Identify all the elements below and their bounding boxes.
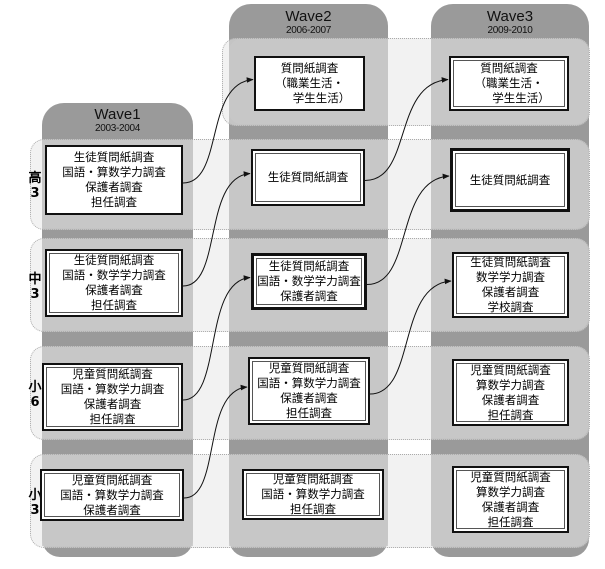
box-line: 保護者調査 [83, 397, 142, 411]
wave3-label: Wave3 [486, 8, 534, 25]
box-line: （職業生活・ [474, 76, 544, 90]
wave3-years: 2009-2010 [487, 25, 533, 36]
box-line: 学校調査 [487, 300, 534, 314]
box-line: 児童質問紙調査 [470, 469, 551, 484]
survey-box-wave1-middle3: 生徒質問紙調査 国語・数学学力調査 保護者調査 担任調査 [45, 249, 183, 317]
box-line: 国語・数学学力調査 [62, 268, 166, 282]
box-line: 保護者調査 [481, 285, 540, 299]
box-line: 児童質問紙調査 [72, 367, 153, 381]
grade-label-elem3: 小3 [28, 488, 42, 518]
box-line: 保護者調査 [280, 391, 338, 405]
box-line: 学生生活） [292, 91, 351, 105]
wave2-years: 2006-2007 [285, 25, 332, 36]
box-line: 児童質問紙調査 [71, 472, 153, 487]
box-line: 生徒質問紙調査 [268, 259, 350, 273]
survey-box-wave3-elem3: 児童質問紙調査 算数学力調査 保護者調査 担任調査 [452, 466, 569, 533]
box-line: 保護者調査 [280, 289, 338, 303]
survey-box-wave2-high3: 生徒質問紙調査 [251, 149, 365, 206]
box-line: 国語・算数学力調査 [62, 165, 166, 179]
survey-box-wave3-middle3: 生徒質問紙調査 数学学力調査 保護者調査 学校調査 [452, 252, 569, 318]
wave2-header: Wave2 2006-2007 [229, 8, 388, 37]
box-line: 学生生活） [492, 91, 550, 105]
survey-box-wave1-high3: 生徒質問紙調査 国語・算数学力調査 保護者調査 担任調査 [45, 145, 183, 215]
box-line: 児童質問紙調査 [268, 361, 350, 375]
box-line: 担任調査 [91, 195, 137, 209]
box-line: 保護者調査 [481, 499, 540, 514]
box-line: 算数学力調査 [476, 484, 545, 499]
survey-box-wave3-post: 質問紙調査 （職業生活・ 学生生活） [449, 56, 569, 111]
box-line: 質問紙調査 [480, 61, 538, 75]
survey-box-wave2-post: 質問紙調査 （職業生活・ 学生生活） [254, 56, 365, 111]
wave2-label: Wave2 [285, 8, 332, 25]
survey-box-wave3-elem6: 児童質問紙調査 算数学力調査 保護者調査 担任調査 [452, 359, 569, 426]
box-line: 生徒質問紙調査 [469, 172, 551, 187]
wave1-header: Wave1 2003-2004 [42, 106, 193, 135]
box-line: 国語・算数学力調査 [60, 382, 165, 396]
box-line: 数学学力調査 [476, 270, 545, 284]
box-line: 児童質問紙調査 [272, 472, 354, 486]
wave3-header: Wave3 2009-2010 [431, 8, 589, 37]
box-line: 児童質問紙調査 [470, 362, 551, 377]
box-line: 担任調査 [286, 406, 332, 420]
box-line: 保護者調査 [85, 180, 143, 194]
grade-label-middle3: 中3 [28, 272, 42, 302]
box-line: （職業生活・ [275, 76, 344, 90]
survey-box-wave2-middle3: 生徒質問紙調査 国語・数学学力調査 保護者調査 [251, 253, 367, 310]
survey-box-wave2-elem3: 児童質問紙調査 国語・算数学力調査 担任調査 [242, 469, 384, 520]
box-line: 保護者調査 [83, 502, 141, 517]
survey-box-wave1-elem3: 児童質問紙調査 国語・算数学力調査 保護者調査 [40, 469, 184, 521]
box-line: 担任調査 [487, 407, 534, 422]
box-line: 国語・算数学力調査 [261, 487, 365, 501]
survey-box-wave2-elem6: 児童質問紙調査 国語・算数学力調査 保護者調査 担任調査 [248, 357, 370, 425]
grade-label-elem6: 小6 [28, 380, 42, 410]
survey-box-wave3-high3: 生徒質問紙調査 [450, 148, 570, 212]
box-line: 算数学力調査 [476, 377, 545, 392]
box-line: 生徒質問紙調査 [470, 255, 551, 269]
box-line: 担任調査 [487, 514, 534, 529]
box-line: 生徒質問紙調査 [73, 253, 155, 267]
box-line: 国語・算数学力調査 [60, 487, 164, 502]
box-line: 担任調査 [290, 502, 336, 516]
box-line: 生徒質問紙調査 [73, 150, 155, 164]
grade-label-high3: 高3 [28, 171, 42, 201]
box-line: 国語・算数学力調査 [257, 376, 361, 390]
wave1-label: Wave1 [94, 106, 141, 123]
box-line: 担任調査 [91, 298, 137, 312]
box-line: 質問紙調査 [280, 61, 339, 75]
box-line: 保護者調査 [481, 392, 540, 407]
wave1-years: 2003-2004 [94, 123, 141, 134]
box-line: 国語・数学学力調査 [257, 274, 361, 288]
box-line: 保護者調査 [85, 283, 143, 297]
box-line: 担任調査 [89, 412, 136, 426]
box-line: 生徒質問紙調査 [267, 170, 349, 184]
survey-box-wave1-elem6: 児童質問紙調査 国語・算数学力調査 保護者調査 担任調査 [42, 363, 183, 431]
